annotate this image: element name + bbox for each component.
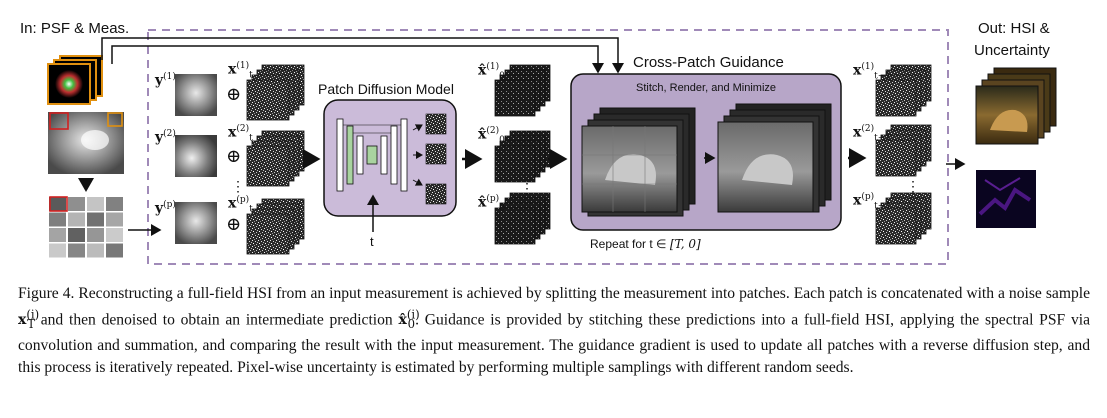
y2-label: y(2) [155,129,176,146]
patch-grid-cell [68,212,85,227]
x0p-label: x̂(p)0 [478,194,505,214]
patch-model-title: Patch Diffusion Model [318,81,454,97]
patch-grid-cell [68,243,85,258]
oplus-1: ⊕ [226,84,242,105]
xo2-label: x(2)t−1 [853,124,891,144]
meas-to-guidance-line [111,45,604,74]
pipeline-border [147,29,949,265]
patch-diffusion-model-box [323,99,457,217]
output-label-line1: Out: HSI & [978,20,1050,37]
oplus-2: ⊕ [226,146,242,167]
output-label-line2: Uncertainty [974,42,1050,59]
patch-grid-cell [106,212,123,227]
patch-grid-cell [87,197,104,211]
patch-grid-cell [87,243,104,258]
patch-grid-cell [87,228,104,242]
guidance-subtitle: Stitch, Render, and Minimize [636,82,777,94]
xo1-update-stack [875,64,932,117]
x02-prediction-stack [494,130,551,183]
y1-patch [175,74,217,116]
t-label: t [370,234,374,249]
xo2-update-stack [875,124,932,177]
vdots-xo: ⋮ [906,179,920,195]
vdots-x0: ⋮ [520,181,534,197]
xt1-label: x(1)t [228,61,253,81]
x01-label: x̂(1)0 [478,62,505,82]
xt2-label: x(2)t [228,124,253,144]
x0p-prediction-stack [494,192,551,245]
input-label: In: PSF & Meas. [20,20,130,37]
patch-grid-cell [68,228,85,242]
patch-grid-cell [49,243,66,258]
xt2-noise-stack [246,130,305,187]
x02-label: x̂(2)0 [478,126,505,146]
psf-to-guidance-line [101,37,624,74]
figure-caption: Figure 4. Reconstructing a full-field HS… [18,285,1090,376]
xtp-label: x(p)t [228,195,253,215]
stitched-hsi-stack [581,107,696,217]
patch-grid-cell [68,197,85,211]
patch-grid-cell [106,197,123,211]
unet-icon [336,113,447,205]
output-hsi-stack [975,67,1057,145]
y2-patch [175,135,217,177]
patch-grid-cell [49,212,66,227]
patch-grid-cell [49,197,66,211]
patch-grid-cell [106,243,123,258]
yp-label: y(p) [155,200,176,217]
guidance-title: Cross-Patch Guidance [633,54,784,71]
patch-grid-cell [49,228,66,242]
xop-update-stack [875,192,932,245]
y1-label: y(1) [155,72,176,89]
patch-grid-image [48,196,124,258]
xt1-noise-stack [246,64,305,121]
x01-prediction-stack [494,64,551,117]
oplus-p: ⊕ [226,214,242,235]
psf-stack-image [47,55,103,105]
vdots-xt: ⋮ [231,179,245,195]
measurement-image [48,112,124,174]
xo1-label: x(1)t−1 [853,62,891,82]
rendered-measurement-stack [717,103,832,213]
uncertainty-map [976,170,1036,228]
yp-patch [175,202,217,244]
xtp-noise-stack [246,198,305,255]
xop-label: x(p)t−1 [853,192,892,212]
patch-grid-cell [87,212,104,227]
patch-grid-cell [106,228,123,242]
repeat-label: Repeat for t ∈ [T, 0] [590,237,701,251]
